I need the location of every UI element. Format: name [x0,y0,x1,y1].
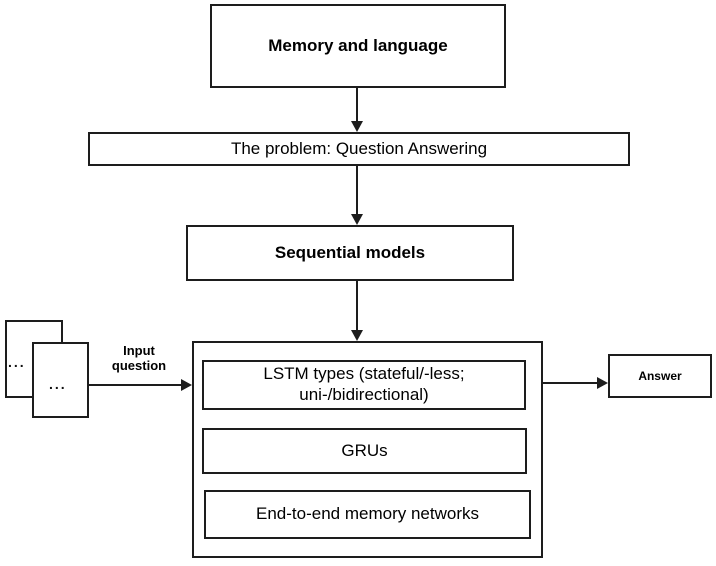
arrow-line [356,281,358,331]
node-lstm-types: LSTM types (stateful/-less; uni-/bidirec… [202,360,526,410]
node-memory-and-language: Memory and language [210,4,506,88]
arrowhead-down-icon [351,121,363,132]
arrowhead-down-icon [351,330,363,341]
node-grus-label: GRUs [341,440,388,460]
node-e2e-label: End-to-end memory networks [256,504,479,524]
node-answer: Answer [608,354,712,398]
arrow-line [356,88,358,123]
node-grus: GRUs [202,428,527,474]
node-problem-label: The problem: Question Answering [230,138,488,158]
input-document-front [32,342,89,418]
node-sequential-models: Sequential models [186,225,514,281]
arrowhead-down-icon [351,214,363,225]
node-memory-label: Memory and language [268,35,448,55]
arrow-line [543,382,598,384]
node-end-to-end-memory-networks: End-to-end memory networks [204,490,531,539]
node-answer-label: Answer [638,368,682,383]
input-question-label: Input question [111,343,167,373]
arrow-line [89,384,183,386]
document-ellipsis: ... [49,376,67,392]
node-problem-question-answering: The problem: Question Answering [88,132,630,166]
document-ellipsis: ... [8,354,26,370]
node-sequential-label: Sequential models [274,242,426,262]
arrowhead-right-icon [181,379,192,391]
arrow-line [356,166,358,215]
arrowhead-right-icon [597,377,608,389]
node-lstm-label: LSTM types (stateful/-less; uni-/bidirec… [263,364,465,404]
